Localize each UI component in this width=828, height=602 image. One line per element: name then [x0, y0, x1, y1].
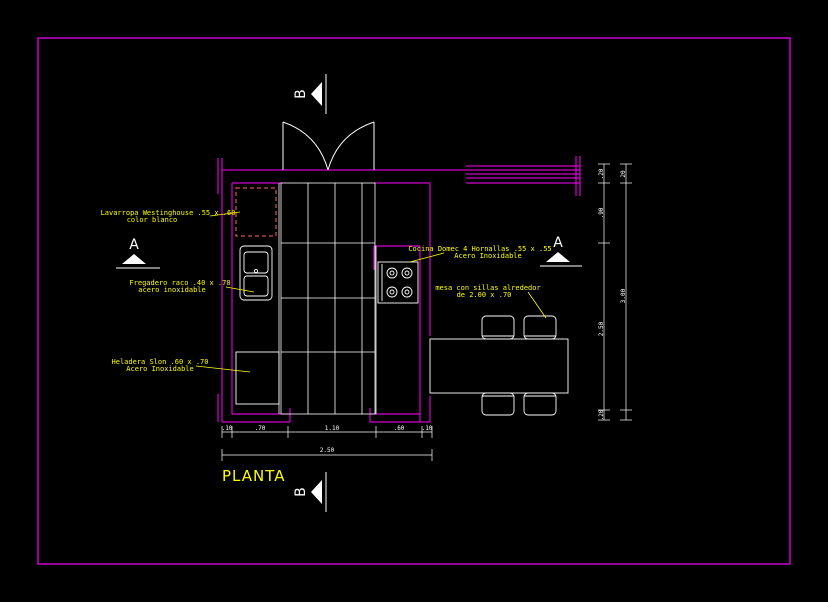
walls — [217, 156, 581, 423]
right-dimension-text: .20 .90 2.50 .20 20 3.00 — [598, 168, 627, 420]
chairs — [481, 315, 557, 416]
dim-bottom-1: .10 — [222, 425, 233, 432]
bottom-dimensions — [221, 426, 433, 461]
drawing-title: PLANTA — [222, 467, 286, 485]
label-lavarropa-1: Lavarropa Westinghouse .55 x .60 — [101, 209, 236, 217]
double-door — [282, 121, 375, 171]
label-lavarropa-2: color blanco — [127, 216, 178, 224]
label-fregadero-1: Fregadero raco .40 x .70 — [129, 279, 230, 287]
section-marker-b-bottom: B — [293, 472, 327, 512]
drawing-frame — [37, 37, 791, 565]
annotation-labels: Lavarropa Westinghouse .55 x .60 color b… — [101, 209, 552, 373]
section-a-right-letter: A — [553, 235, 563, 251]
label-heladera-2: Acero Inoxidable — [126, 365, 193, 373]
dim-right-1: .20 — [598, 168, 605, 179]
dim-bottom-2: .70 — [255, 425, 266, 432]
right-dimensions — [598, 163, 632, 421]
dim-bottom-4: .60 — [394, 425, 405, 432]
dim-right-3: 2.50 — [598, 321, 605, 336]
washer — [235, 187, 277, 237]
floor-tiles — [280, 182, 376, 415]
dim-right-outer-2: 3.00 — [620, 288, 627, 303]
stove — [377, 261, 419, 304]
label-cocina-2: Acero Inoxidable — [454, 252, 521, 260]
bottom-dimension-text: .10 .70 1.10 .60 .10 2.50 — [222, 425, 433, 454]
section-b-bottom-letter: B — [293, 487, 309, 497]
refrigerator — [235, 351, 280, 405]
label-cocina-1: Cocina Domec 4 Hornallas .55 x .55 — [408, 245, 551, 253]
sink — [239, 245, 273, 301]
section-marker-b-top: B — [293, 74, 327, 114]
dim-right-4: .20 — [598, 409, 605, 420]
dim-bottom-5: .10 — [422, 425, 433, 432]
label-heladera-1: Heladera Slon .60 x .70 — [112, 358, 209, 366]
dim-right-2: .90 — [598, 207, 605, 218]
section-b-top-letter: B — [293, 89, 309, 99]
dim-bottom-total: 2.50 — [320, 447, 335, 454]
label-mesa-1: mesa con sillas alrededor — [435, 284, 540, 292]
label-fregadero-2: acero inoxidable — [138, 286, 205, 294]
section-marker-a-left: A — [116, 237, 160, 269]
dim-right-outer-1: 20 — [620, 170, 627, 178]
label-mesa-2: de 2.00 x .70 — [457, 291, 512, 299]
section-marker-a-right: A — [540, 235, 582, 267]
dim-bottom-3: 1.10 — [325, 425, 340, 432]
section-a-left-letter: A — [129, 237, 139, 253]
